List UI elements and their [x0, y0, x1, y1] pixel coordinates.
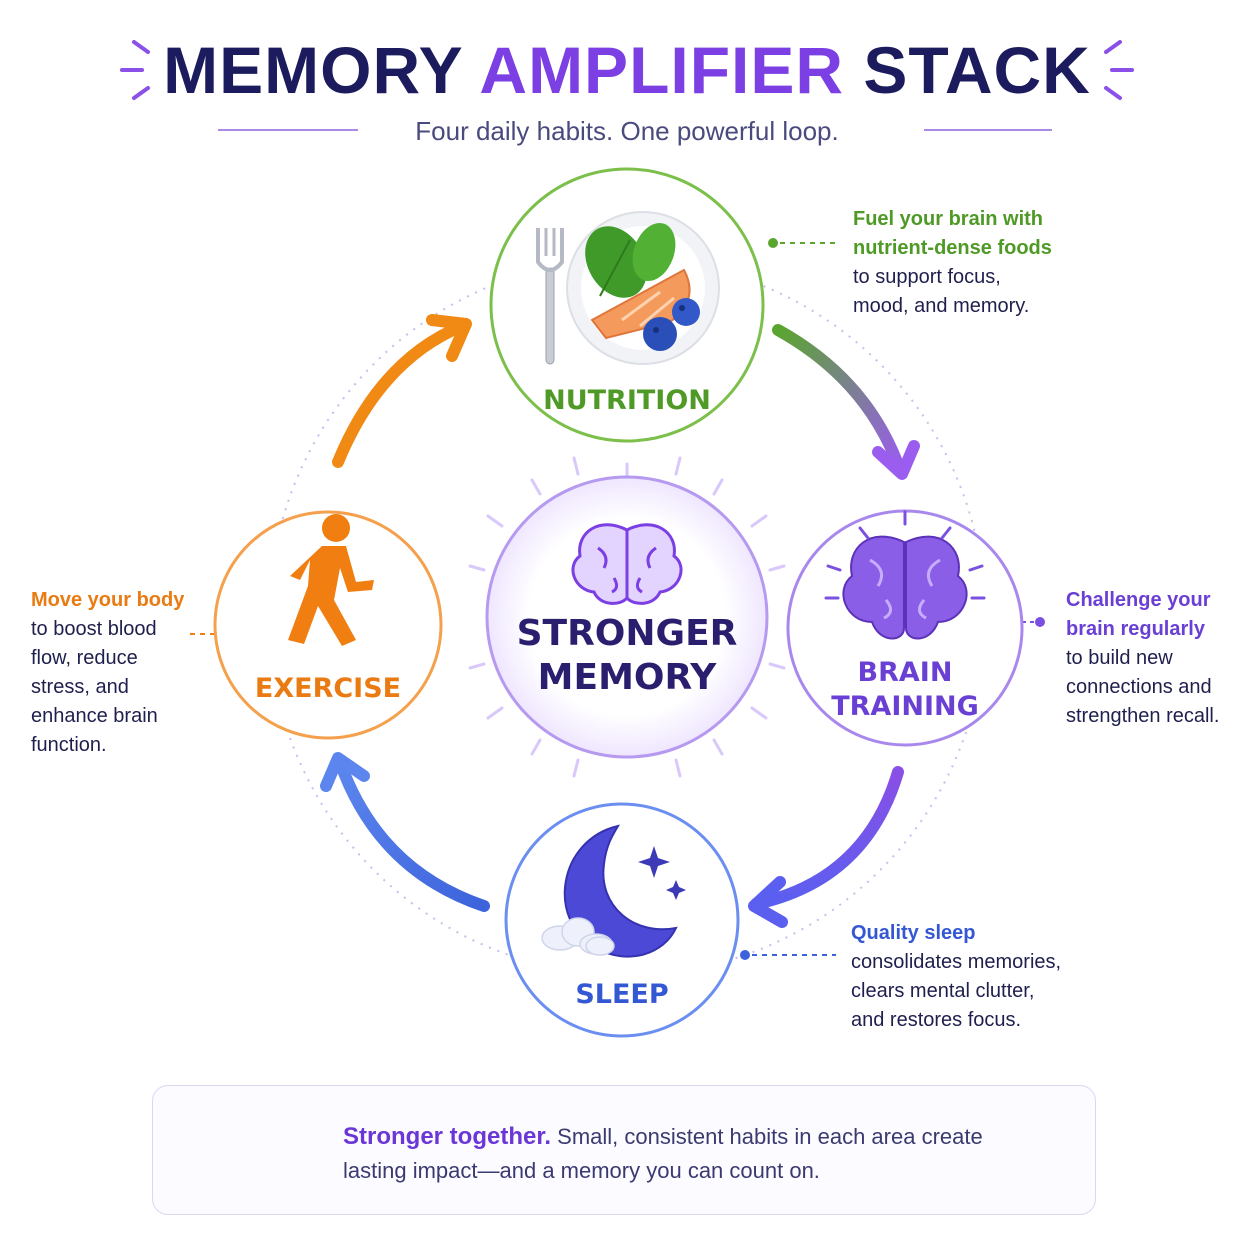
page-title: MEMORY AMPLIFIER STACK — [0, 30, 1254, 110]
footer-text: Stronger together. Small, consistent hab… — [343, 1120, 1063, 1188]
nutrition-desc-line2: nutrient-dense foods — [853, 237, 1052, 259]
center-brain-icon — [571, 523, 683, 605]
spinach-icon — [585, 222, 676, 298]
brain-desc-line5: strengthen recall. — [1066, 705, 1220, 727]
brain-training-node: BRAIN TRAINING — [805, 656, 1005, 724]
leader-nutrition — [768, 238, 836, 248]
footer-line1: Stronger together. Small, consistent hab… — [343, 1120, 1063, 1154]
exercise-desc-line6: function. — [31, 734, 107, 756]
brain-desc-line1: Challenge your — [1066, 589, 1211, 611]
center-node-ring — [485, 475, 769, 759]
sleep-desc-line3: clears mental clutter, — [851, 980, 1035, 1002]
sleep-label: SLEEP — [575, 979, 669, 1010]
nutrition-desc-line4: mood, and memory. — [853, 295, 1030, 317]
blueberries-icon — [643, 298, 700, 351]
title-part-3: STACK — [863, 33, 1091, 107]
title-accent: AMPLIFIER — [479, 33, 845, 107]
brain-training-brain-icon — [824, 510, 986, 640]
center-label-line1: STRONGER — [516, 613, 738, 654]
nutrition-desc-line1: Fuel your brain with — [853, 208, 1044, 230]
cloud-icon — [541, 917, 615, 956]
moon-icon — [563, 824, 678, 958]
brain-desc-line4: connections and — [1066, 676, 1212, 698]
exercise-desc-line2: to boost blood — [31, 618, 157, 640]
leader-brain — [1022, 617, 1045, 627]
arrow-sleep-to-exercise — [320, 752, 490, 912]
title-sparkle-right — [1104, 40, 1134, 100]
page-subtitle: Four daily habits. One powerful loop. — [415, 116, 839, 146]
footer-text-2: lasting impact—and a memory you can coun… — [343, 1158, 820, 1183]
brain-training-label-line1: BRAIN — [857, 657, 953, 688]
exercise-desc-line1: Move your body — [31, 589, 185, 611]
arrow-exercise-to-nutrition — [332, 314, 472, 468]
walking-person-icon — [288, 514, 374, 646]
exercise-desc-line4: stress, and — [31, 676, 129, 698]
title-part-1: MEMORY — [163, 33, 463, 107]
brain-training-label-line2: TRAINING — [831, 691, 979, 722]
nutrition-desc-line3: to support focus, — [853, 266, 1001, 288]
star-icon — [638, 846, 686, 900]
brain-desc-line3: to build new — [1066, 647, 1173, 669]
nutrition-node: NUTRITION — [527, 384, 727, 418]
sleep-desc-line1: Quality sleep — [851, 922, 976, 944]
nutrition-label: NUTRITION — [543, 385, 711, 416]
footer-lead: Stronger together. — [343, 1123, 552, 1150]
arrow-brain-to-sleep — [748, 766, 904, 928]
leader-sleep — [740, 950, 836, 960]
sleep-desc-line4: and restores focus. — [851, 1009, 1022, 1031]
arrow-nutrition-to-brain — [772, 324, 920, 480]
sleep-description: Quality sleep consolidates memories, cle… — [851, 919, 1101, 1035]
sleep-node: SLEEP — [522, 978, 722, 1012]
exercise-description: Move your body to boost blood flow, redu… — [31, 586, 201, 760]
brain-training-description: Challenge your brain regularly to build … — [1066, 586, 1246, 731]
brain-desc-line2: brain regularly — [1066, 618, 1205, 640]
exercise-desc-line3: flow, reduce — [31, 647, 138, 669]
sleep-desc-line2: consolidates memories, — [851, 951, 1062, 973]
exercise-desc-line5: enhance brain — [31, 705, 158, 727]
center-rays — [468, 456, 786, 778]
center-label-line2: MEMORY — [537, 657, 717, 698]
exercise-label: EXERCISE — [254, 673, 402, 704]
nutrition-description: Fuel your brain with nutrient-dense food… — [853, 205, 1093, 321]
exercise-node: EXERCISE — [228, 672, 428, 706]
exercise-node-ring — [213, 510, 443, 740]
fork-icon — [536, 228, 564, 365]
title-sparkle-left — [120, 40, 150, 100]
footer-text-1: Small, consistent habits in each area cr… — [557, 1124, 983, 1149]
footer-banner: Stronger together. Small, consistent hab… — [152, 1085, 1096, 1215]
center-node: STRONGER MEMORY — [487, 612, 767, 700]
